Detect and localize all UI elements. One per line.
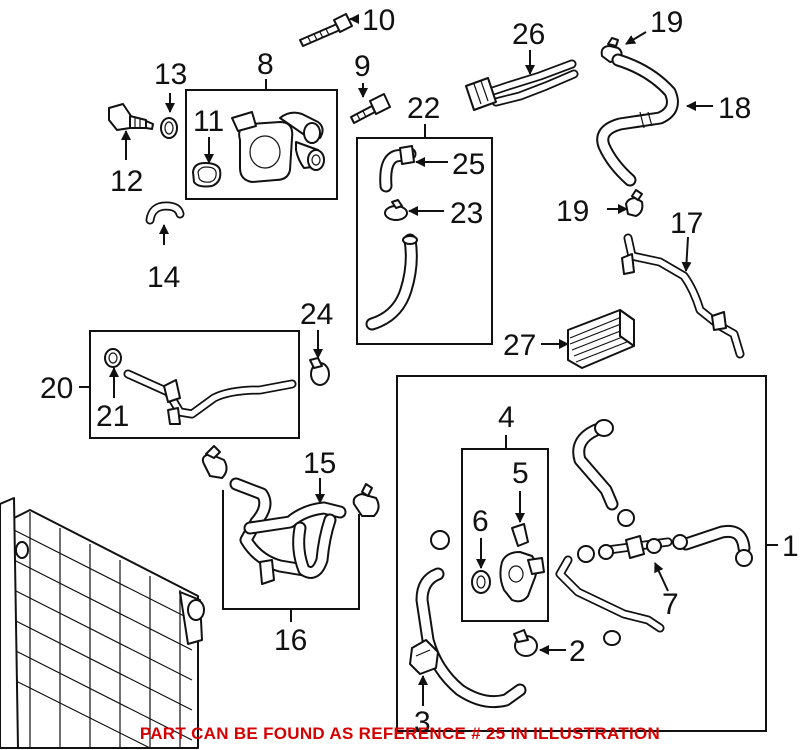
callout-17: 17 (670, 207, 703, 240)
callout-20: 20 (40, 372, 73, 405)
callout-14: 14 (147, 261, 180, 294)
callout-1: 1 (782, 530, 799, 563)
callout-12: 12 (110, 165, 143, 198)
hose-assembly-part-15 (201, 445, 380, 585)
clamp-part-2 (513, 629, 538, 657)
clip-part-5 (511, 523, 529, 547)
callout-2: 2 (569, 635, 586, 668)
callout-22: 22 (407, 92, 440, 125)
radiator-part (0, 497, 205, 749)
group-frame-1 (396, 375, 767, 732)
bracket-part-3 (409, 639, 439, 675)
callout-11: 11 (193, 105, 224, 138)
callout-7: 7 (662, 588, 679, 621)
clip-part-14 (145, 201, 185, 225)
elbow-hose-part-25 (379, 145, 417, 193)
pipe-part-17 (621, 233, 745, 359)
callout-19a: 19 (650, 6, 683, 39)
callout-13: 13 (154, 58, 187, 91)
callout-24: 24 (300, 298, 333, 331)
callout-21: 21 (96, 400, 129, 433)
leader-19a (625, 31, 647, 45)
callout-8: 8 (257, 48, 274, 81)
o-ring-part-13 (160, 117, 178, 139)
callout-26: 26 (512, 18, 545, 51)
o-ring-part-6 (471, 570, 491, 594)
callout-19b: 19 (556, 195, 589, 228)
pipe-assembly-part-26 (465, 59, 579, 111)
oil-cooler-part-27 (567, 309, 635, 369)
callout-25: 25 (452, 148, 485, 181)
clamp-part-19b (625, 189, 644, 217)
o-ring-part-21 (104, 348, 122, 368)
sensor-part-12 (108, 103, 154, 131)
thermostat-housing-part-8 (231, 111, 325, 183)
callout-6: 6 (472, 505, 489, 538)
callout-23: 23 (450, 197, 483, 230)
callout-16: 16 (274, 624, 307, 657)
gasket-part-11 (192, 162, 222, 188)
callout-27: 27 (503, 329, 536, 362)
callout-3: 3 (414, 706, 431, 739)
clamp-part-23 (384, 199, 408, 221)
group-frame-20 (89, 330, 300, 439)
lower-hose-part-22 (365, 233, 418, 331)
hose-assembly-part-1 (415, 423, 751, 709)
callout-18: 18 (718, 92, 751, 125)
footer-note: PART CAN BE FOUND AS REFERENCE # 25 IN I… (139, 724, 661, 743)
bolt-part-9 (350, 93, 391, 124)
leader-7 (654, 562, 669, 592)
clamp-part-24 (309, 357, 330, 386)
callout-10: 10 (362, 4, 395, 37)
callout-5: 5 (512, 457, 529, 490)
group-frame-8 (185, 89, 338, 200)
pipe-part-20 (123, 369, 297, 425)
callout-4: 4 (498, 401, 515, 434)
callout-9: 9 (354, 50, 371, 83)
bolt-part-10 (299, 13, 353, 47)
leader-17 (681, 236, 692, 272)
small-clamps-group-1 (430, 419, 753, 646)
hose-part-18 (596, 53, 679, 187)
callout-15: 15 (303, 447, 336, 480)
connector-part-4 (499, 551, 545, 603)
